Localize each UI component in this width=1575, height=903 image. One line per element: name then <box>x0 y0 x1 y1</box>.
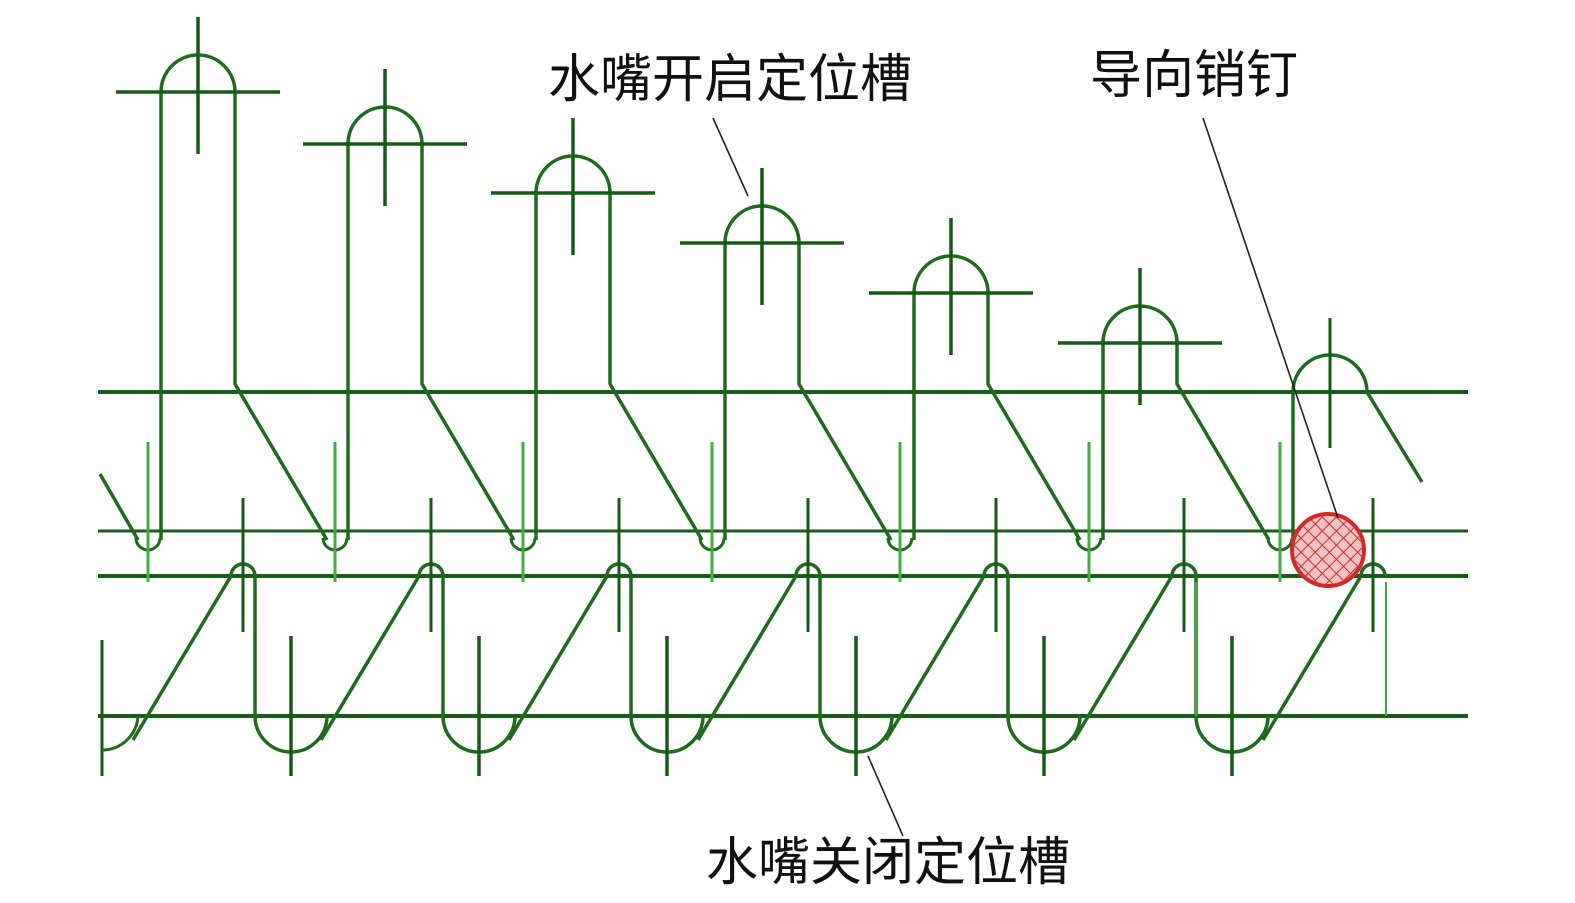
guide-rails <box>98 390 1468 718</box>
guide-pin-icon[interactable] <box>1290 512 1366 588</box>
open-slot-label: 水嘴开启定位槽 <box>548 50 912 110</box>
open-slot <box>723 204 893 541</box>
guide-pin-label: 导向销钉 <box>1090 46 1298 106</box>
close-slot-bottom <box>1006 576 1082 754</box>
open-slot <box>1101 304 1271 541</box>
close-slot-diagonal <box>131 575 233 741</box>
close-slot-label: 水嘴关闭定位槽 <box>706 833 1070 893</box>
close-slot-diagonal <box>507 575 609 741</box>
close-slot-bottom <box>253 576 329 754</box>
close-positioning-slots <box>100 562 1387 776</box>
close-slot-bottom <box>629 576 705 754</box>
close-slot-diagonal <box>696 575 798 741</box>
guide-pin-leader <box>1202 117 1339 519</box>
close-slot-partial <box>101 715 140 752</box>
close-slot-bottom <box>441 576 517 754</box>
close-slot-bottom <box>818 576 894 754</box>
open-slot <box>534 154 704 541</box>
close-slot-diagonal <box>319 575 421 741</box>
center-marks <box>116 17 1375 776</box>
open-slot <box>912 254 1082 541</box>
open-slot-leader <box>712 117 749 197</box>
close-slot-partial <box>1195 582 1387 716</box>
open-slot-partial <box>98 473 140 541</box>
open-slot-partial <box>1291 353 1424 540</box>
close-slot-diagonal <box>884 575 986 741</box>
close-slot-diagonal <box>1072 575 1174 741</box>
close-slot-bottom <box>1194 576 1270 754</box>
open-slot <box>346 105 516 541</box>
open-slot <box>159 53 329 541</box>
close-slot-leader <box>867 755 904 837</box>
close-slot-diagonal <box>1261 575 1363 741</box>
